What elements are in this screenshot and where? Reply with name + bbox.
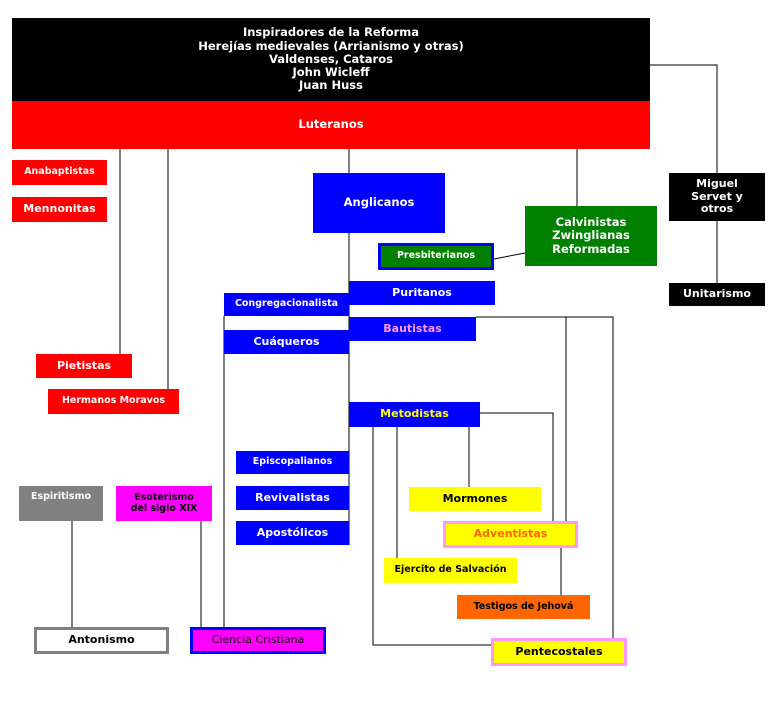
inspiradores-line-2: Herejías medievales (Arrianismo y otras) (198, 38, 464, 53)
node-hermanos-moravos: Hermanos Moravos (48, 389, 179, 414)
inspiradores-line-5: Juan Huss (299, 78, 363, 93)
calvinistas-line-3: Reformadas (552, 241, 630, 256)
node-mormones: Mormones (409, 487, 541, 511)
node-anabaptistas: Anabaptistas (12, 160, 107, 185)
node-unitarismo: Unitarismo (669, 283, 765, 306)
esoterismo-line-2: del siglo XIX (130, 502, 198, 514)
node-calvinistas: Calvinistas Zwinglianas Reformadas (525, 206, 657, 266)
node-pentecostales: Pentecostales (491, 638, 627, 666)
mennonitas-label: Mennonitas (23, 202, 96, 216)
unitarismo-label: Unitarismo (683, 287, 751, 301)
node-pietistas: Pietistas (36, 354, 132, 378)
node-ciencia-cristiana: Ciencia Cristiana (190, 627, 326, 654)
pentecostales-label: Pentecostales (515, 644, 603, 658)
congregacionalista-label: Congregacionalista (234, 298, 339, 310)
pietistas-label: Pietistas (56, 358, 112, 372)
hermanos-moravos-label: Hermanos Moravos (61, 395, 166, 407)
node-presbiterianos: Presbiterianos (378, 243, 494, 270)
node-congregacionalista: Congregacionalista (224, 293, 349, 316)
metodistas-label: Metodistas (380, 407, 449, 421)
node-cuaqueros: Cuáqueros (224, 330, 349, 354)
node-bautistas: Bautistas (349, 317, 476, 341)
node-ejercito-salvacion: Ejercito de Salvación (384, 558, 517, 583)
node-luteranos: Luteranos (12, 101, 650, 149)
node-metodistas: Metodistas (349, 402, 480, 427)
node-miguel-servet: Miguel Servet y otros (669, 173, 765, 221)
puritanos-label: Puritanos (392, 285, 452, 299)
node-revivalistas: Revivalistas (236, 486, 349, 510)
episcopalianos-label: Episcopalianos (252, 456, 333, 468)
adventistas-label: Adventistas (473, 527, 548, 541)
anglicanos-label: Anglicanos (343, 195, 415, 210)
node-mennonitas: Mennonitas (12, 197, 107, 222)
node-adventistas: Adventistas (443, 521, 578, 548)
inspiradores-line-1: Inspiradores de la Reforma (242, 25, 420, 40)
testigos-label: Testigos de Jehová (473, 600, 574, 612)
connector-metodistas-pentecostales (372, 427, 492, 646)
miguel-servet-line-2: Servet y (691, 189, 743, 203)
ejercito-salvacion-label: Ejercito de Salvación (394, 564, 507, 576)
calvinistas-line-2: Zwinglianas (552, 228, 630, 243)
node-anglicanos: Anglicanos (313, 173, 445, 233)
revivalistas-label: Revivalistas (255, 490, 330, 504)
miguel-servet-line-1: Miguel (696, 177, 738, 191)
node-esoterismo: Esoterismo del siglo XIX (116, 486, 212, 521)
node-espiritismo: Espiritismo (19, 486, 103, 521)
node-apostolicos: Apostólicos (236, 521, 349, 545)
node-testigos: Testigos de Jehová (457, 595, 590, 619)
cuaqueros-label: Cuáqueros (253, 334, 320, 348)
ciencia-cristiana-label: Ciencia Cristiana (211, 633, 305, 647)
inspiradores-line-3: Valdenses, Cataros (269, 51, 393, 66)
connector-metodistas-adventistas (480, 412, 554, 523)
anabaptistas-label: Anabaptistas (24, 166, 95, 178)
luteranos-label: Luteranos (298, 117, 364, 132)
miguel-servet-line-3: otros (700, 202, 734, 216)
antonismo-label: Antonismo (68, 633, 135, 647)
presbiterianos-label: Presbiterianos (396, 250, 476, 262)
node-puritanos: Puritanos (349, 281, 495, 305)
calvinistas-line-1: Calvinistas (555, 215, 627, 230)
apostolicos-label: Apostólicos (256, 525, 329, 539)
bautistas-label: Bautistas (383, 321, 442, 335)
node-antonismo: Antonismo (34, 627, 169, 654)
espiritismo-label: Espiritismo (30, 491, 92, 502)
node-inspiradores: Inspiradores de la Reforma Herejías medi… (12, 18, 650, 101)
esoterismo-line-1: Esoterismo (134, 491, 194, 503)
node-episcopalianos: Episcopalianos (236, 451, 349, 474)
connector-inspiradores-servet (650, 64, 718, 173)
mormones-label: Mormones (442, 491, 508, 505)
connector-presbiterianos-calvinistas (493, 252, 526, 260)
inspiradores-line-4: John Wicleff (292, 65, 370, 80)
